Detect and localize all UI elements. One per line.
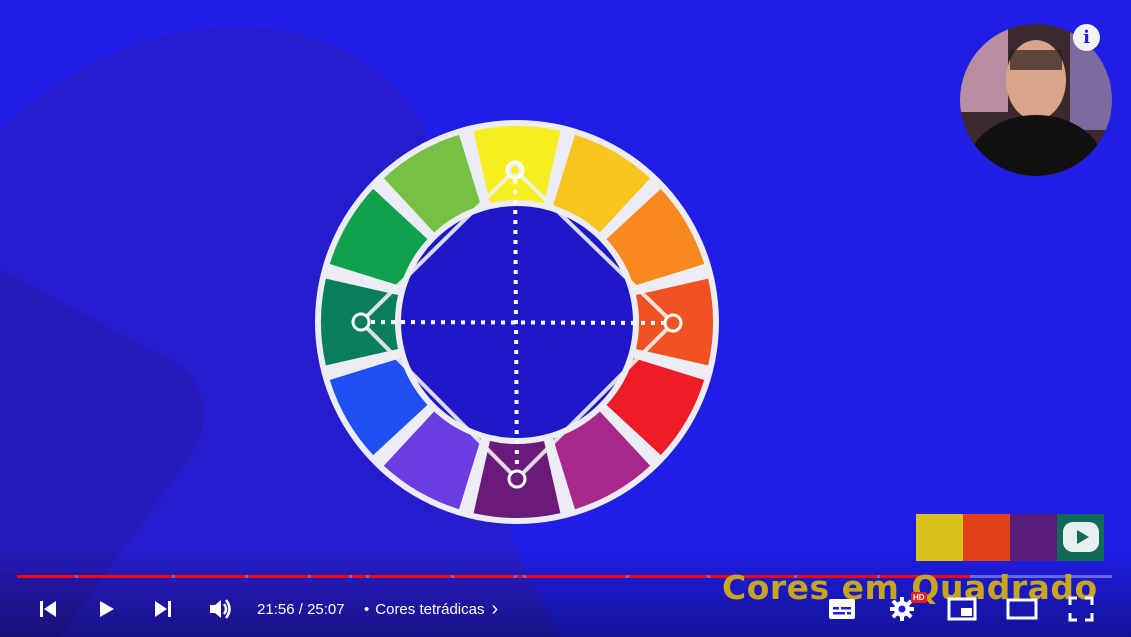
chapter-segment[interactable] — [880, 575, 970, 578]
fullscreen-icon — [1068, 596, 1094, 622]
swatch-4 — [1057, 514, 1104, 561]
chapter-segment[interactable] — [175, 575, 245, 578]
wheel-segment — [553, 411, 651, 510]
previous-button[interactable] — [30, 584, 66, 634]
subtitles-icon — [829, 599, 855, 619]
hd-badge: HD — [911, 592, 927, 603]
play-icon — [100, 601, 114, 617]
chapter-segment[interactable] — [526, 575, 626, 578]
wheel-segment — [329, 358, 428, 456]
next-button[interactable] — [145, 584, 181, 634]
chapter-segment[interactable] — [311, 575, 349, 578]
subtitles-button[interactable] — [823, 584, 861, 634]
chapter-segment[interactable] — [78, 575, 172, 578]
chapter-title: Cores tetrádicas — [375, 600, 485, 618]
time-separator: / — [294, 600, 308, 618]
chevron-right-icon: › — [491, 597, 499, 620]
settings-icon — [890, 597, 914, 621]
facecam-play-icon — [1063, 522, 1099, 552]
miniplayer-button[interactable] — [943, 584, 981, 634]
chapter-segment[interactable] — [248, 575, 308, 578]
chapter-segment[interactable] — [352, 575, 366, 578]
wheel-segment — [606, 188, 705, 286]
chapter-segment[interactable] — [710, 575, 794, 578]
chapter-segment[interactable] — [517, 575, 523, 578]
player-controls: 21:56 / 25:07 • Cores tetrádicas › HD — [0, 584, 1131, 634]
chapter-segment[interactable] — [369, 575, 451, 578]
controls-gradient — [0, 547, 1131, 637]
chapter-segment[interactable] — [17, 575, 75, 578]
total-time: 25:07 — [307, 600, 345, 618]
chapter-segment[interactable] — [454, 575, 514, 578]
chapter-segment[interactable] — [797, 575, 877, 578]
settings-button[interactable] — [883, 584, 921, 634]
swatch-2 — [963, 514, 1010, 561]
color-wheel — [321, 126, 713, 518]
swatch-1 — [916, 514, 963, 561]
wheel-segment — [606, 358, 705, 456]
swatch-3 — [1010, 514, 1057, 561]
theater-mode-button[interactable] — [1002, 584, 1042, 634]
palette-swatches — [916, 514, 1104, 561]
wheel-segment — [329, 188, 428, 286]
chapter-segment[interactable] — [629, 575, 707, 578]
wheel-segment — [383, 411, 481, 510]
next-icon — [155, 601, 171, 617]
previous-icon — [40, 601, 56, 617]
play-button[interactable] — [88, 584, 124, 634]
info-icon[interactable]: i — [1073, 24, 1100, 51]
volume-icon — [210, 599, 231, 619]
current-time: 21:56 — [257, 600, 295, 618]
time-display: 21:56 / 25:07 — [257, 584, 345, 634]
miniplayer-icon — [947, 597, 977, 621]
wheel-segment — [383, 134, 481, 233]
chapter-button[interactable]: • Cores tetrádicas › — [364, 584, 498, 634]
chapter-dot: • — [364, 600, 370, 618]
progress-bar[interactable] — [17, 575, 1112, 578]
fullscreen-button[interactable] — [1062, 584, 1100, 634]
theater-icon — [1006, 598, 1038, 620]
volume-button[interactable] — [202, 584, 238, 634]
wheel-segment — [553, 134, 651, 233]
